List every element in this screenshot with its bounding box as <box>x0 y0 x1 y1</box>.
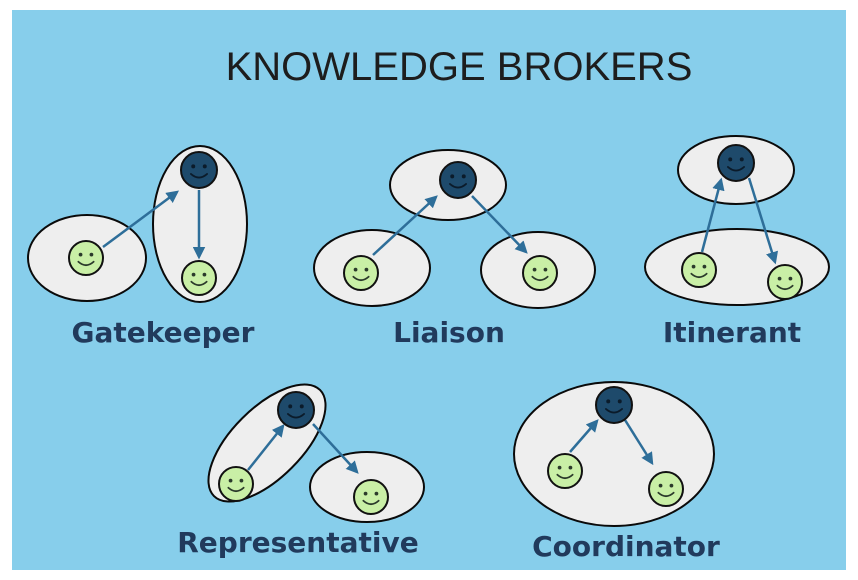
itinerant-label: Itinerant <box>663 316 801 349</box>
representative-outgoing-arrow <box>312 423 359 474</box>
dark-smiley-face-icon <box>439 161 477 199</box>
coordinator-role: Coordinator <box>513 381 720 563</box>
light-green-smiley-face-icon <box>181 260 217 296</box>
liaison-label: Liaison <box>393 316 505 349</box>
itinerant-role: Itinerant <box>644 135 830 349</box>
light-green-smiley-face-icon <box>343 255 379 291</box>
dark-smiley-face-icon <box>717 144 755 182</box>
representative-label: Representative <box>177 526 419 559</box>
light-green-smiley-face-icon <box>218 466 254 502</box>
gatekeeper-incoming-arrow <box>102 190 180 249</box>
gatekeeper-label: Gatekeeper <box>72 316 255 349</box>
light-green-smiley-face-icon <box>767 264 803 300</box>
coordinator-incoming-arrow <box>569 419 599 453</box>
liaison-role: Liaison <box>313 149 596 349</box>
coordinator-label: Coordinator <box>532 530 720 563</box>
representative-incoming-arrow <box>247 424 285 471</box>
light-green-smiley-face-icon <box>648 471 684 507</box>
light-green-smiley-face-icon <box>68 240 104 276</box>
dark-smiley-face-icon <box>180 151 218 189</box>
itinerant-incoming-arrow <box>700 177 725 253</box>
itinerant-outgoing-arrow <box>747 177 779 265</box>
light-green-smiley-face-icon <box>547 453 583 489</box>
dark-smiley-face-icon <box>595 386 633 424</box>
light-green-smiley-face-icon <box>522 255 558 291</box>
liaison-outgoing-arrow <box>471 195 528 254</box>
diagram-title: KNOWLEDGE BROKERS <box>226 45 693 89</box>
light-green-smiley-face-icon <box>681 252 717 288</box>
gatekeeper-role: Gatekeeper <box>27 145 255 349</box>
itinerant-member-group <box>644 228 830 306</box>
light-green-smiley-face-icon <box>353 479 389 515</box>
dark-smiley-face-icon <box>277 391 315 429</box>
liaison-incoming-arrow <box>372 195 438 256</box>
coordinator-outgoing-arrow <box>623 419 654 466</box>
representative-role: Representative <box>177 383 425 559</box>
